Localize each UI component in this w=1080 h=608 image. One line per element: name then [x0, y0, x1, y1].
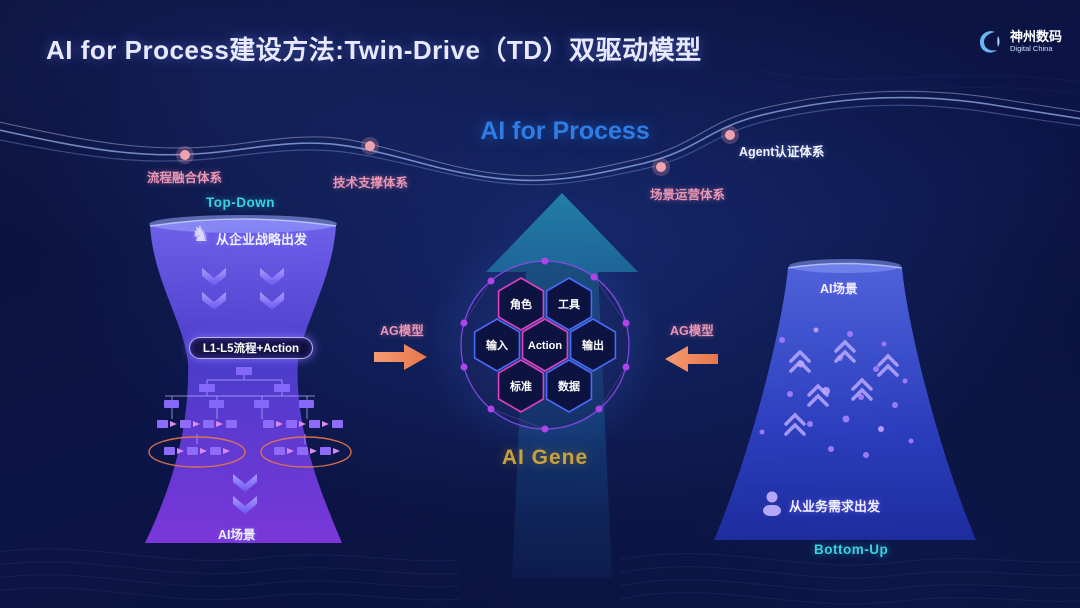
hexagon-label-output: 输出	[582, 338, 604, 352]
hexagon-label-standard: 标准	[509, 379, 532, 393]
wave-label-process-integration: 流程融合体系	[147, 171, 223, 185]
logo-name: 神州数码	[1009, 28, 1062, 44]
background-mesh	[0, 69, 1080, 605]
digital-china-swirl-icon	[979, 31, 1000, 53]
wave-label-scenario-operation: 场景运营体系	[650, 188, 726, 202]
left-funnel-start-label: 从企业战略出发	[216, 232, 308, 247]
logo-subtitle: Digital China	[1009, 43, 1053, 53]
person-icon	[763, 491, 781, 516]
top-wave	[0, 90, 1080, 186]
highlight-ellipse-left	[148, 436, 246, 468]
wave-label-tech-support: 技术支撑体系	[333, 176, 409, 190]
bottom-up-label: Bottom-Up	[814, 542, 889, 557]
hexagon-label-data: 数据	[558, 379, 580, 393]
mountain-up-arrows	[784, 339, 899, 436]
hexagon-label-input: 输入	[486, 338, 508, 352]
wave-node-dots	[176, 126, 739, 176]
right-funnel-top-label: AI场景	[820, 282, 858, 296]
slide-title: AI for Process建设方法:Twin-Drive（TD）双驱动模型	[46, 35, 702, 65]
hexagon-label-tool: 工具	[558, 298, 580, 311]
logo-text: 神州数码 Digital China	[1009, 28, 1062, 53]
right-funnel-shape	[714, 259, 976, 540]
gene-hexagons: 角色 工具 输入 Action 输出 标准 数据	[473, 277, 617, 413]
digital-china-logo: 神州数码 Digital China	[974, 26, 1062, 56]
process-flowchart	[148, 367, 352, 468]
wave-label-agent-certification: Agent认证体系	[739, 145, 825, 159]
left-down-arrows	[202, 268, 284, 514]
process-pill: L1-L5流程+Action	[189, 337, 313, 359]
knight-chess-icon: ♞	[191, 223, 210, 246]
hexagon-label-action: Action	[528, 340, 563, 352]
ag-model-right-label: AG模型	[670, 324, 714, 338]
highlight-ellipse-right	[260, 436, 352, 468]
center-heading: AI for Process	[480, 117, 650, 145]
ag-arrow-right	[374, 344, 427, 370]
top-down-label: Top-Down	[206, 195, 275, 210]
hexagon-label-role: 角色	[510, 297, 532, 311]
right-funnel-start-label: 从业务需求出发	[789, 499, 881, 514]
ag-model-left-label: AG模型	[380, 324, 424, 338]
left-funnel-shape	[145, 215, 342, 543]
ag-arrow-left	[665, 346, 718, 372]
left-funnel-bottom-label: AI场景	[218, 528, 256, 542]
ai-gene-label: AI Gene	[501, 446, 589, 469]
